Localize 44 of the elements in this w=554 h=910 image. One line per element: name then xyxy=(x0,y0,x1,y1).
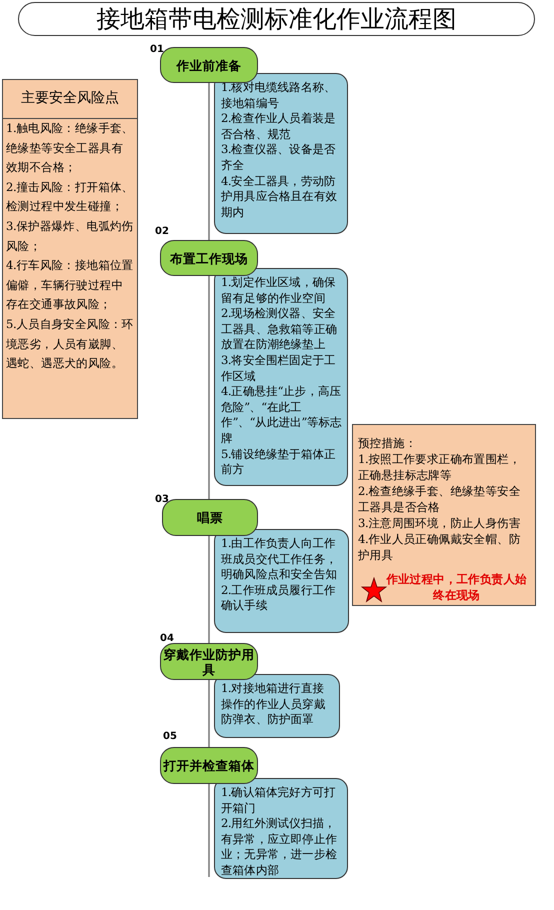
step-box: 布置工作现场 xyxy=(160,240,258,276)
step-box: 穿戴作业防护用具 xyxy=(160,643,258,680)
list-item: 1.划定作业区域，确保留有足够的作业空间 xyxy=(221,275,337,306)
list-item: 1.对接地箱进行直接操作的作业人员穿戴防弹衣、防护面罩 xyxy=(221,681,326,728)
list-item: 4.行车风险：接地箱位置偏僻，车辆行驶过程中存在交通事故风险； xyxy=(5,257,134,314)
list-item: 1.确认箱体完好方可打开箱门 xyxy=(221,785,337,816)
connector-line xyxy=(208,83,210,240)
list-item: 2.检查绝缘手套、绝缘垫等安全工器具是否合格 xyxy=(358,483,522,515)
detail-box xyxy=(214,529,349,633)
panel-heading: 主要安全风险点 xyxy=(3,80,137,119)
list-item: 3.将安全围栏固定于工作区域 xyxy=(221,352,337,384)
list-item: 5.人员自身安全风险：环境恶劣，人员有崴脚、遇蛇、遇恶犬的风险。 xyxy=(5,316,134,372)
risk-panel xyxy=(2,79,138,419)
list-item: 2.检查作业人员着装是否合格、规范 xyxy=(221,111,337,142)
list-item: 1.触电风险：绝缘手套、绝缘垫等安全工器具有效期不合格； xyxy=(5,120,134,176)
title-banner: 接地箱带电检测标准化作业流程图 xyxy=(18,2,535,36)
list-item: 2.撞击风险：打开箱体、检测过程中发生碰撞； xyxy=(5,178,134,216)
list-item: 1.按照工作要求正确布置围栏，正确悬挂标志牌等 xyxy=(358,451,522,483)
list-item: 3.保护器爆炸、电弧灼伤风险； xyxy=(5,218,134,255)
connector-line xyxy=(208,276,210,499)
connector-line xyxy=(208,536,210,643)
connector-line xyxy=(208,784,210,877)
detail-box xyxy=(214,778,348,879)
detail-box xyxy=(214,674,340,738)
detail-box xyxy=(214,268,348,486)
warning-note: 作业过程中，工作负责人始终在现场 xyxy=(385,571,528,603)
step-number: 05 xyxy=(163,731,177,742)
list-item: 4.作业人员正确佩戴安全帽、防护用具 xyxy=(358,531,522,563)
step-number: 02 xyxy=(155,226,169,237)
detail-box xyxy=(214,73,348,234)
step-number: 04 xyxy=(160,633,174,644)
list-item: 2.现场检测仪器、安全工器具、急救箱等正确放置在防潮绝缘垫上 xyxy=(221,306,338,353)
list-item: 2.用红外测试仪扫描，有异常，应立即停止作业；无异常，进一步检查箱体内部 xyxy=(221,816,338,879)
measures-panel xyxy=(352,424,536,606)
step-box: 打开并检查箱体 xyxy=(160,747,258,784)
panel-heading: 预控措施： xyxy=(358,435,418,451)
list-item: 4.安全工器具，劳动防护用具应合格且在有效期内 xyxy=(221,174,338,220)
list-item: 1.由工作负责人向工作班成员交代工作任务，明确风险点和安全告知 xyxy=(221,536,338,583)
list-item: 2.工作班成员履行工作确认手续 xyxy=(221,582,337,614)
list-item: 3.注意周围环境，防止人身伤害 xyxy=(358,515,522,531)
list-item: 4.正确悬挂“止步，高压危险”、“在此工作”、“从此进出”等标志牌 xyxy=(221,384,342,447)
connector-line xyxy=(208,680,210,747)
list-item: 3.检查仪器、设备是否齐全 xyxy=(221,142,337,174)
list-item: 5.铺设绝缘垫于箱体正前方 xyxy=(221,446,337,478)
